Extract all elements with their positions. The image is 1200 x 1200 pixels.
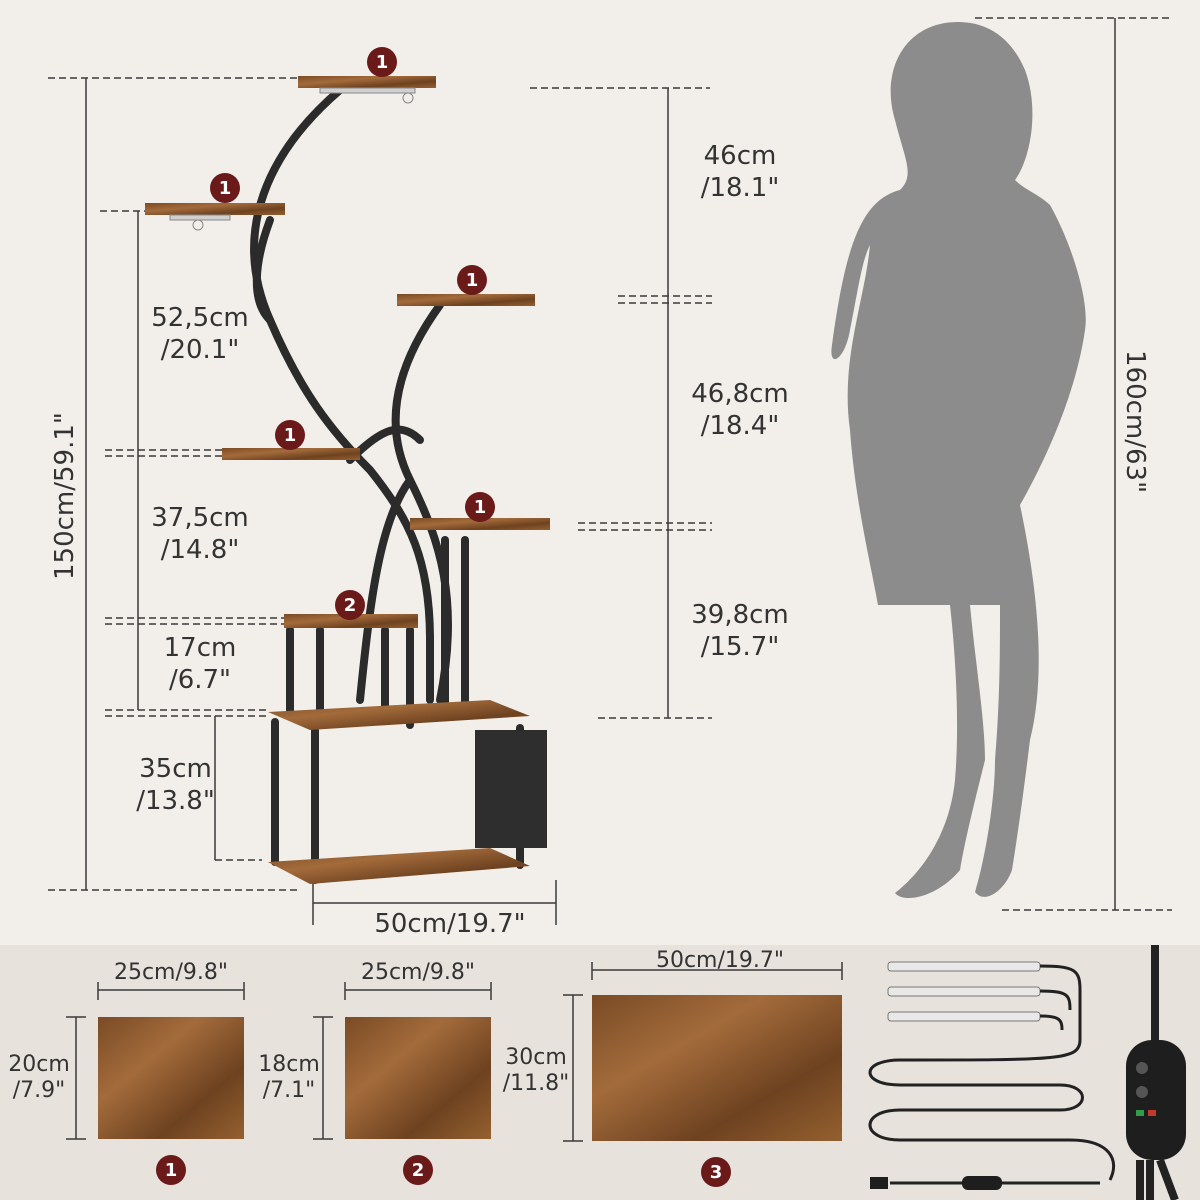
segment-inch: /18.1" [700, 173, 780, 203]
part-3-width: 50cm/19.7" [655, 948, 785, 973]
part-3-height: 30cm /11.8" [496, 1045, 576, 1097]
dimension-lines-left [85, 78, 216, 890]
guide-lines-left [48, 77, 300, 891]
part-board-1 [98, 1017, 244, 1139]
shelf-middle [268, 700, 530, 730]
segment-label-4: 35cm /13.8" [118, 753, 233, 817]
segment-cm: 39,8cm [691, 600, 789, 630]
badge-label: 1 [466, 270, 479, 291]
badge-label: 1 [219, 178, 232, 199]
shelf-top [298, 76, 436, 88]
badge-label: 1 [165, 1160, 178, 1181]
badge-label: 2 [344, 595, 357, 616]
controller-icon [1126, 945, 1186, 1200]
usb-plug-icon [870, 1176, 1002, 1190]
shelf-2 [145, 203, 285, 215]
badge-labels: 1 1 1 1 1 2 1 2 3 [165, 52, 723, 1183]
segment-inch: /20.1" [160, 335, 240, 365]
part-2-height: 18cm /7.1" [250, 1052, 328, 1104]
part-boards [98, 995, 842, 1141]
segment-label-3: 17cm /6.7" [140, 632, 260, 696]
part-2-width: 25cm/9.8" [360, 960, 476, 985]
base-width-label: 50cm/19.7" [374, 909, 526, 939]
segment-inch: /6.7" [168, 665, 232, 695]
part-board-2 [345, 1017, 491, 1139]
part-1-height: 20cm /7.9" [0, 1052, 78, 1104]
part-height-inch: /7.9" [12, 1078, 66, 1103]
storage-bag [475, 730, 547, 848]
dimension-lines-right [312, 18, 1116, 925]
guide-lines-right [530, 17, 1172, 911]
shelf-3 [397, 294, 535, 306]
right-label-3: 39,8cm /15.7" [680, 599, 800, 663]
badge-label: 3 [710, 1162, 723, 1183]
part-height-cm: 30cm [505, 1045, 567, 1070]
number-badges [156, 47, 731, 1187]
segment-cm: 37,5cm [151, 503, 249, 533]
segment-cm: 46cm [703, 141, 777, 171]
part-board-3 [592, 995, 842, 1141]
led-strip-icon [868, 961, 1116, 1185]
segment-cm: 35cm [139, 754, 212, 784]
person-silhouette [831, 22, 1086, 899]
person-height-label: 160cm/63" [1120, 350, 1150, 494]
segment-label-2: 37,5cm /14.8" [140, 502, 260, 566]
badge-label: 1 [376, 52, 389, 73]
shelf-bottom [268, 848, 530, 884]
total-height-label: 150cm/59.1" [50, 412, 80, 580]
badge-label: 2 [412, 1160, 425, 1181]
shelf-led-bars [169, 87, 416, 231]
segment-cm: 52,5cm [151, 303, 249, 333]
segment-inch: /13.8" [136, 786, 215, 816]
segment-cm: 17cm [163, 633, 237, 663]
segment-label-1: 52,5cm /20.1" [140, 302, 260, 366]
part-height-inch: /11.8" [502, 1071, 570, 1096]
part-height-cm: 18cm [258, 1052, 320, 1077]
segment-inch: /18.4" [700, 411, 780, 441]
shelf-4 [222, 448, 360, 460]
part-dimension-lines [66, 962, 843, 1142]
right-label-2: 46,8cm /18.4" [680, 378, 800, 442]
part-height-cm: 20cm [8, 1052, 70, 1077]
shelf-5 [410, 518, 550, 530]
badge-label: 1 [284, 425, 297, 446]
segment-inch: /14.8" [160, 535, 240, 565]
shelf-6 [284, 614, 418, 628]
badge-label: 1 [474, 497, 487, 518]
segment-cm: 46,8cm [691, 379, 789, 409]
segment-inch: /15.7" [700, 632, 780, 662]
shelves [145, 76, 550, 884]
right-label-1: 46cm /18.1" [680, 140, 800, 204]
part-1-width: 25cm/9.8" [113, 960, 229, 985]
part-height-inch: /7.1" [262, 1078, 316, 1103]
